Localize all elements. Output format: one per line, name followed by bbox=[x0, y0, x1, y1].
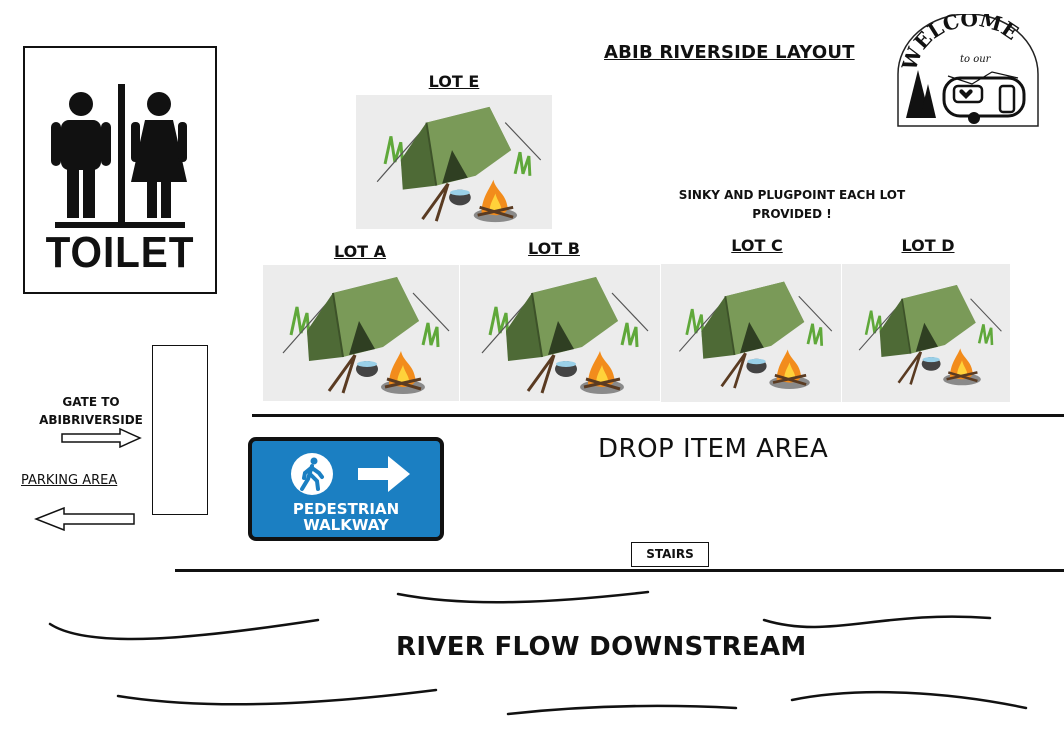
tent-icon bbox=[356, 95, 552, 229]
toilet-label: TOILET bbox=[45, 228, 195, 277]
note-line-2: PROVIDED ! bbox=[752, 207, 832, 221]
lot-e-tent[interactable] bbox=[356, 95, 552, 229]
pedestrian-line-2: WALKWAY bbox=[303, 516, 389, 534]
drop-area-top-line bbox=[252, 414, 1064, 417]
arrow-right-icon bbox=[61, 428, 142, 448]
lot-d-label: LOT D bbox=[901, 236, 955, 255]
lot-d-tent[interactable] bbox=[842, 264, 1010, 402]
lot-c-tent[interactable] bbox=[661, 264, 841, 402]
lot-b-tent[interactable] bbox=[460, 265, 660, 401]
arrow-right-icon bbox=[358, 456, 410, 492]
welcome-camper-badge: WELCOME to our bbox=[897, 14, 1039, 127]
arrow-left-icon bbox=[34, 507, 135, 531]
pedestrian-icon bbox=[291, 453, 333, 495]
camper-van-icon bbox=[942, 71, 1026, 124]
river-waves bbox=[48, 590, 1028, 716]
tent-icon bbox=[263, 265, 459, 401]
stairs-label: STAIRS bbox=[631, 542, 709, 567]
gate-structure bbox=[152, 345, 208, 515]
lot-amenities-note: SINKY AND PLUGPOINT EACH LOT PROVIDED ! bbox=[662, 186, 922, 224]
lot-b-label: LOT B bbox=[528, 239, 580, 258]
toilet-sign: TOILET bbox=[23, 46, 217, 294]
welcome-subtext: to our bbox=[960, 54, 992, 65]
page-title: ABIB RIVERSIDE LAYOUT bbox=[604, 42, 855, 63]
pedestrian-walkway-sign: PEDESTRIAN WALKWAY bbox=[248, 437, 444, 541]
tent-icon bbox=[661, 264, 841, 402]
lot-a-tent[interactable] bbox=[263, 265, 459, 401]
tent-icon bbox=[460, 265, 660, 401]
gate-label: GATE TO ABIBRIVERSIDE bbox=[30, 393, 152, 429]
lot-e-label: LOT E bbox=[428, 72, 480, 91]
pedestrian-walkway-text: PEDESTRIAN WALKWAY bbox=[252, 501, 440, 533]
pine-tree-icon bbox=[906, 70, 936, 118]
tent-icon bbox=[842, 264, 1010, 402]
riverbank-line bbox=[175, 569, 1064, 572]
lot-a-label: LOT A bbox=[333, 242, 387, 261]
gate-line-1: GATE TO bbox=[62, 395, 120, 409]
drop-item-area-label: DROP ITEM AREA bbox=[598, 434, 829, 464]
gate-line-2: ABIBRIVERSIDE bbox=[39, 413, 143, 427]
lot-c-label: LOT C bbox=[731, 236, 783, 255]
pedestrian-line-1: PEDESTRIAN bbox=[292, 500, 400, 518]
toilet-icon bbox=[51, 84, 187, 228]
note-line-1: SINKY AND PLUGPOINT EACH LOT bbox=[678, 188, 906, 202]
parking-area-label: PARKING AREA bbox=[21, 473, 118, 488]
river-flow-label: RIVER FLOW DOWNSTREAM bbox=[396, 632, 807, 662]
